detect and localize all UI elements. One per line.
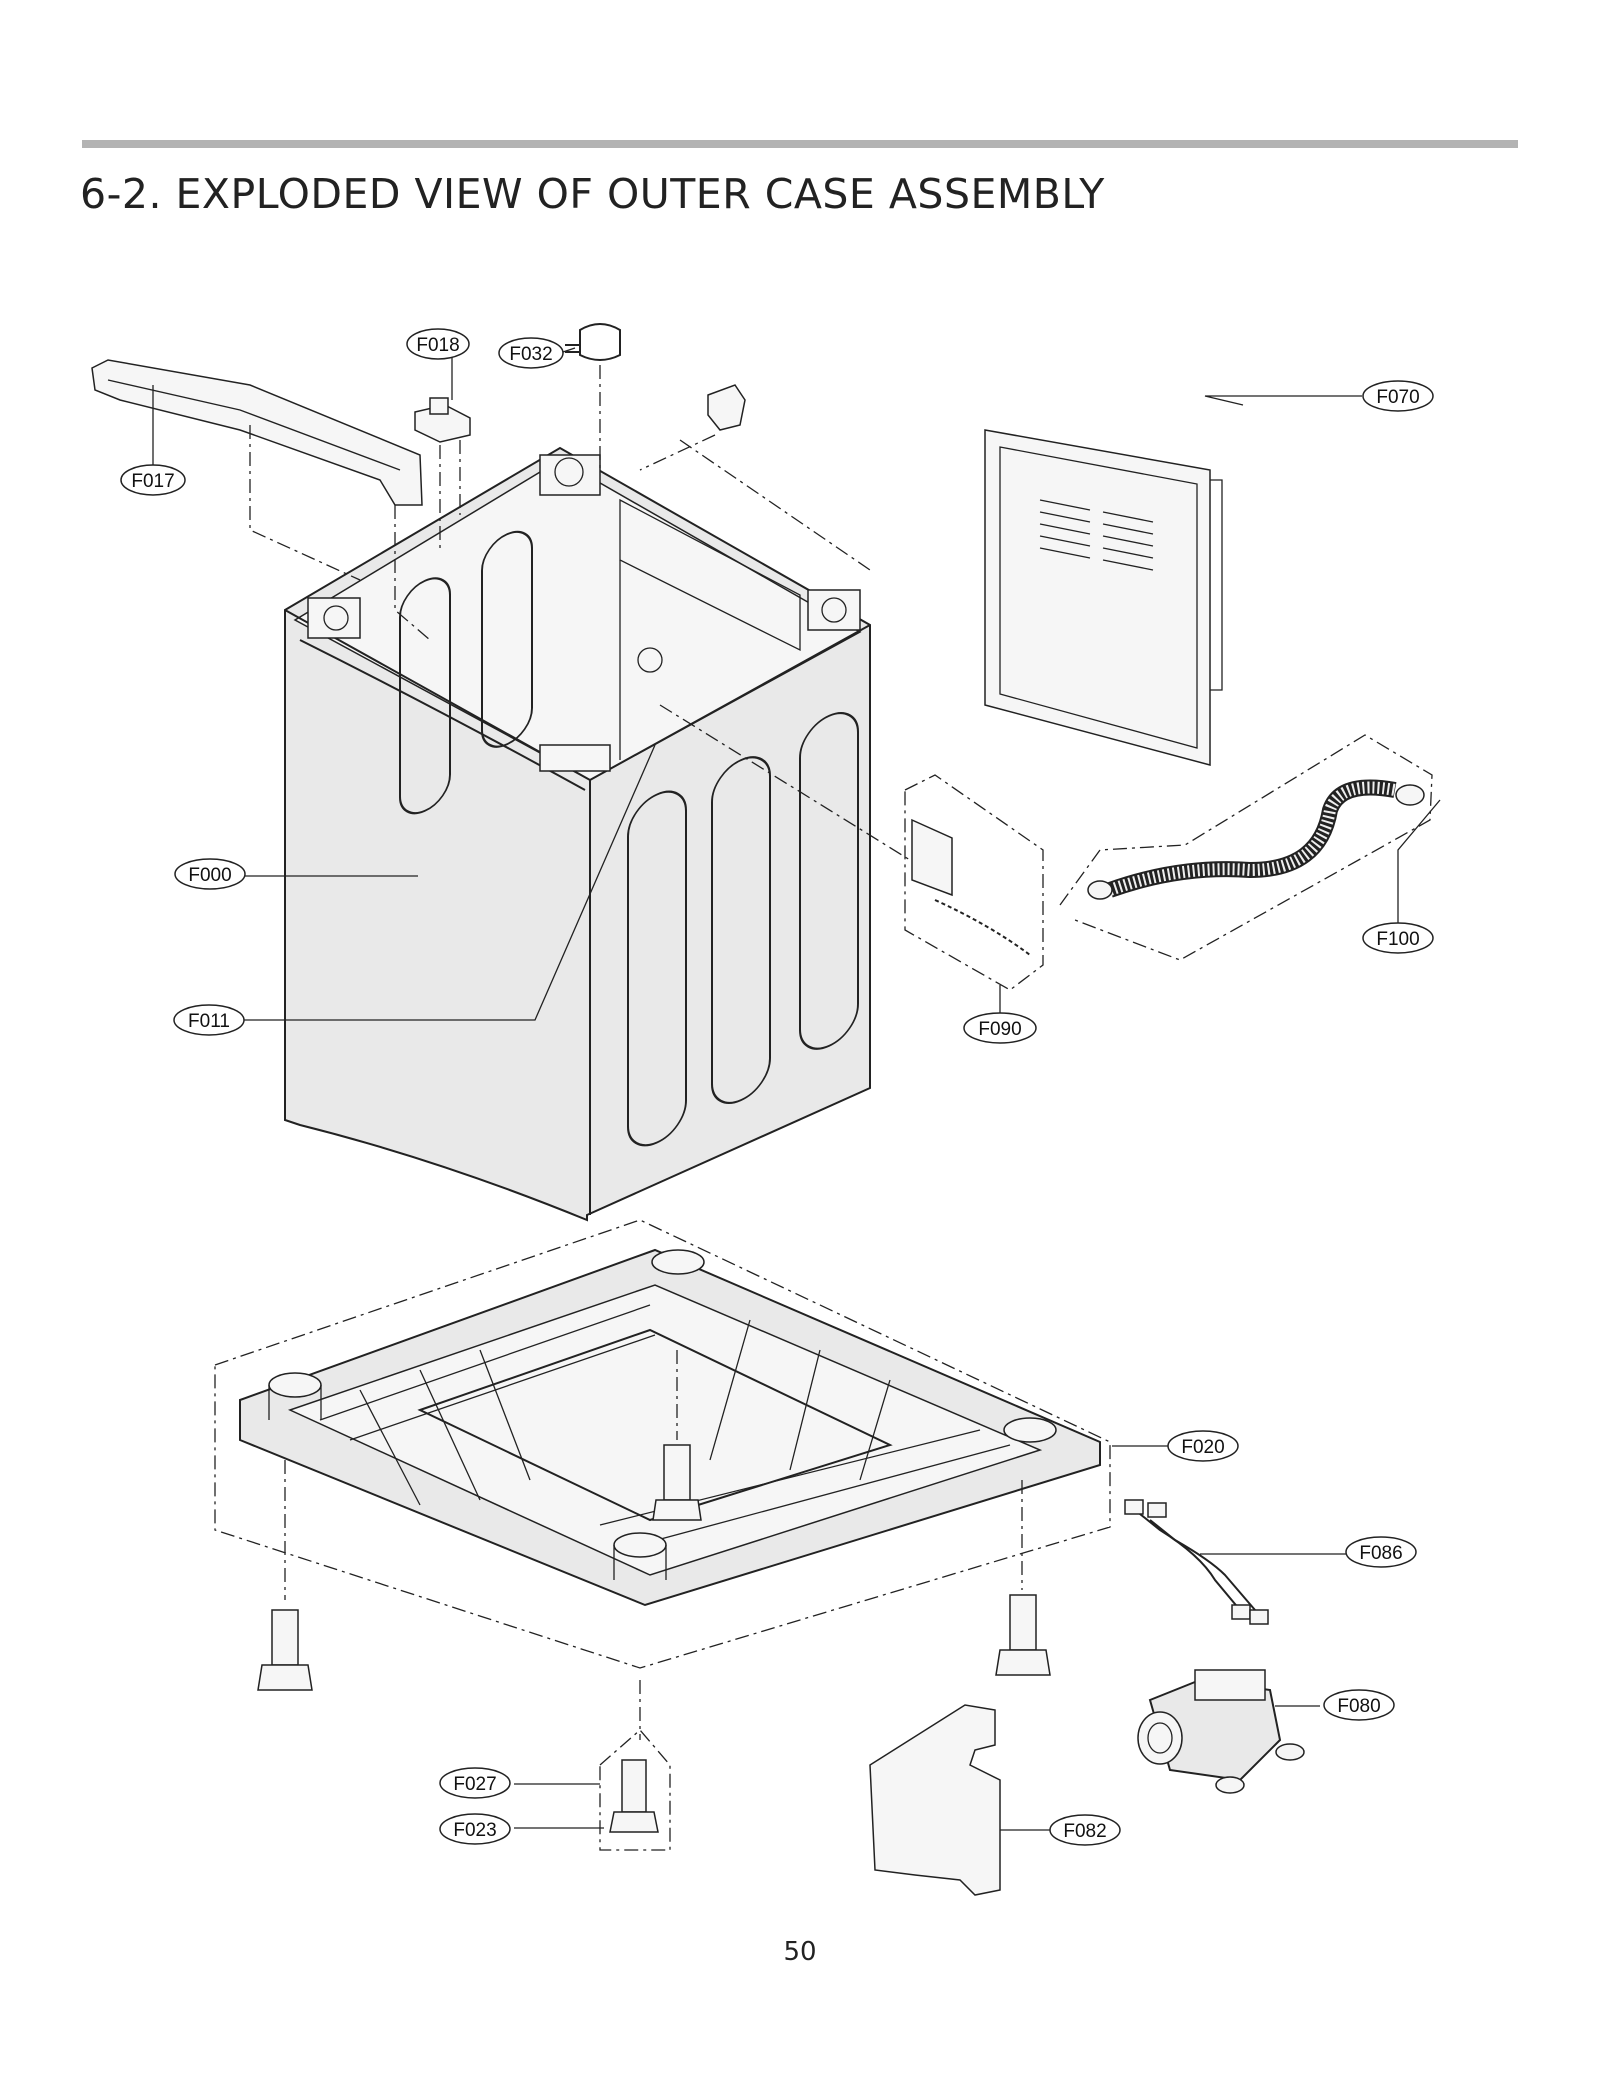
svg-text:F090: F090 (978, 1019, 1021, 1040)
callout-F027: F027 (439, 1767, 511, 1799)
header-rule (82, 140, 1518, 148)
page-number: 50 (783, 1937, 817, 1967)
callout-F000: F000 (174, 858, 246, 890)
svg-text:F020: F020 (1181, 1437, 1224, 1458)
outer-case-cabinet (284, 446, 871, 1222)
callout-F018: F018 (406, 328, 470, 360)
callout-F032: F032 (498, 337, 564, 369)
drain-hose-group (1059, 734, 1433, 961)
lid-lock-bracket-part (639, 384, 871, 571)
callout-F017: F017 (120, 464, 186, 496)
callout-F086: F086 (1345, 1536, 1417, 1568)
svg-text:F080: F080 (1337, 1696, 1380, 1717)
svg-text:F100: F100 (1376, 929, 1419, 950)
callout-F023: F023 (439, 1813, 511, 1845)
svg-text:F023: F023 (453, 1820, 496, 1841)
svg-text:F086: F086 (1359, 1543, 1402, 1564)
svg-text:F000: F000 (188, 865, 231, 886)
hose-bracket-group (659, 704, 1044, 991)
callout-F100: F100 (1362, 922, 1434, 954)
callout-F011: F011 (173, 1004, 245, 1036)
svg-text:F017: F017 (131, 471, 174, 492)
callout-F070: F070 (1362, 380, 1434, 412)
leader-lines (152, 347, 1441, 1831)
hinge-bracket-part (414, 397, 471, 550)
wire-harness-part (1124, 1499, 1269, 1625)
top-rail-part (91, 359, 431, 641)
callout-F020: F020 (1167, 1430, 1239, 1462)
svg-text:F070: F070 (1376, 387, 1419, 408)
drain-pump-part (1137, 1669, 1305, 1794)
callout-F080: F080 (1323, 1689, 1395, 1721)
callout-F090: F090 (963, 1012, 1037, 1044)
leveling-leg-assembly (599, 1729, 671, 1851)
svg-text:F027: F027 (453, 1774, 496, 1795)
svg-text:F018: F018 (416, 335, 459, 356)
rear-panel-part (984, 429, 1223, 766)
page-title: 6-2. EXPLODED VIEW OF OUTER CASE ASSEMBL… (80, 170, 1105, 218)
hose-clamp-part (565, 323, 621, 470)
svg-text:F032: F032 (509, 344, 552, 365)
leveling-legs (257, 1350, 1051, 1740)
base-frame-part (214, 1219, 1111, 1669)
callout-F082: F082 (1049, 1814, 1121, 1846)
svg-text:F011: F011 (188, 1011, 230, 1032)
cover-plate-part (869, 1704, 1001, 1896)
svg-text:F082: F082 (1063, 1821, 1106, 1842)
